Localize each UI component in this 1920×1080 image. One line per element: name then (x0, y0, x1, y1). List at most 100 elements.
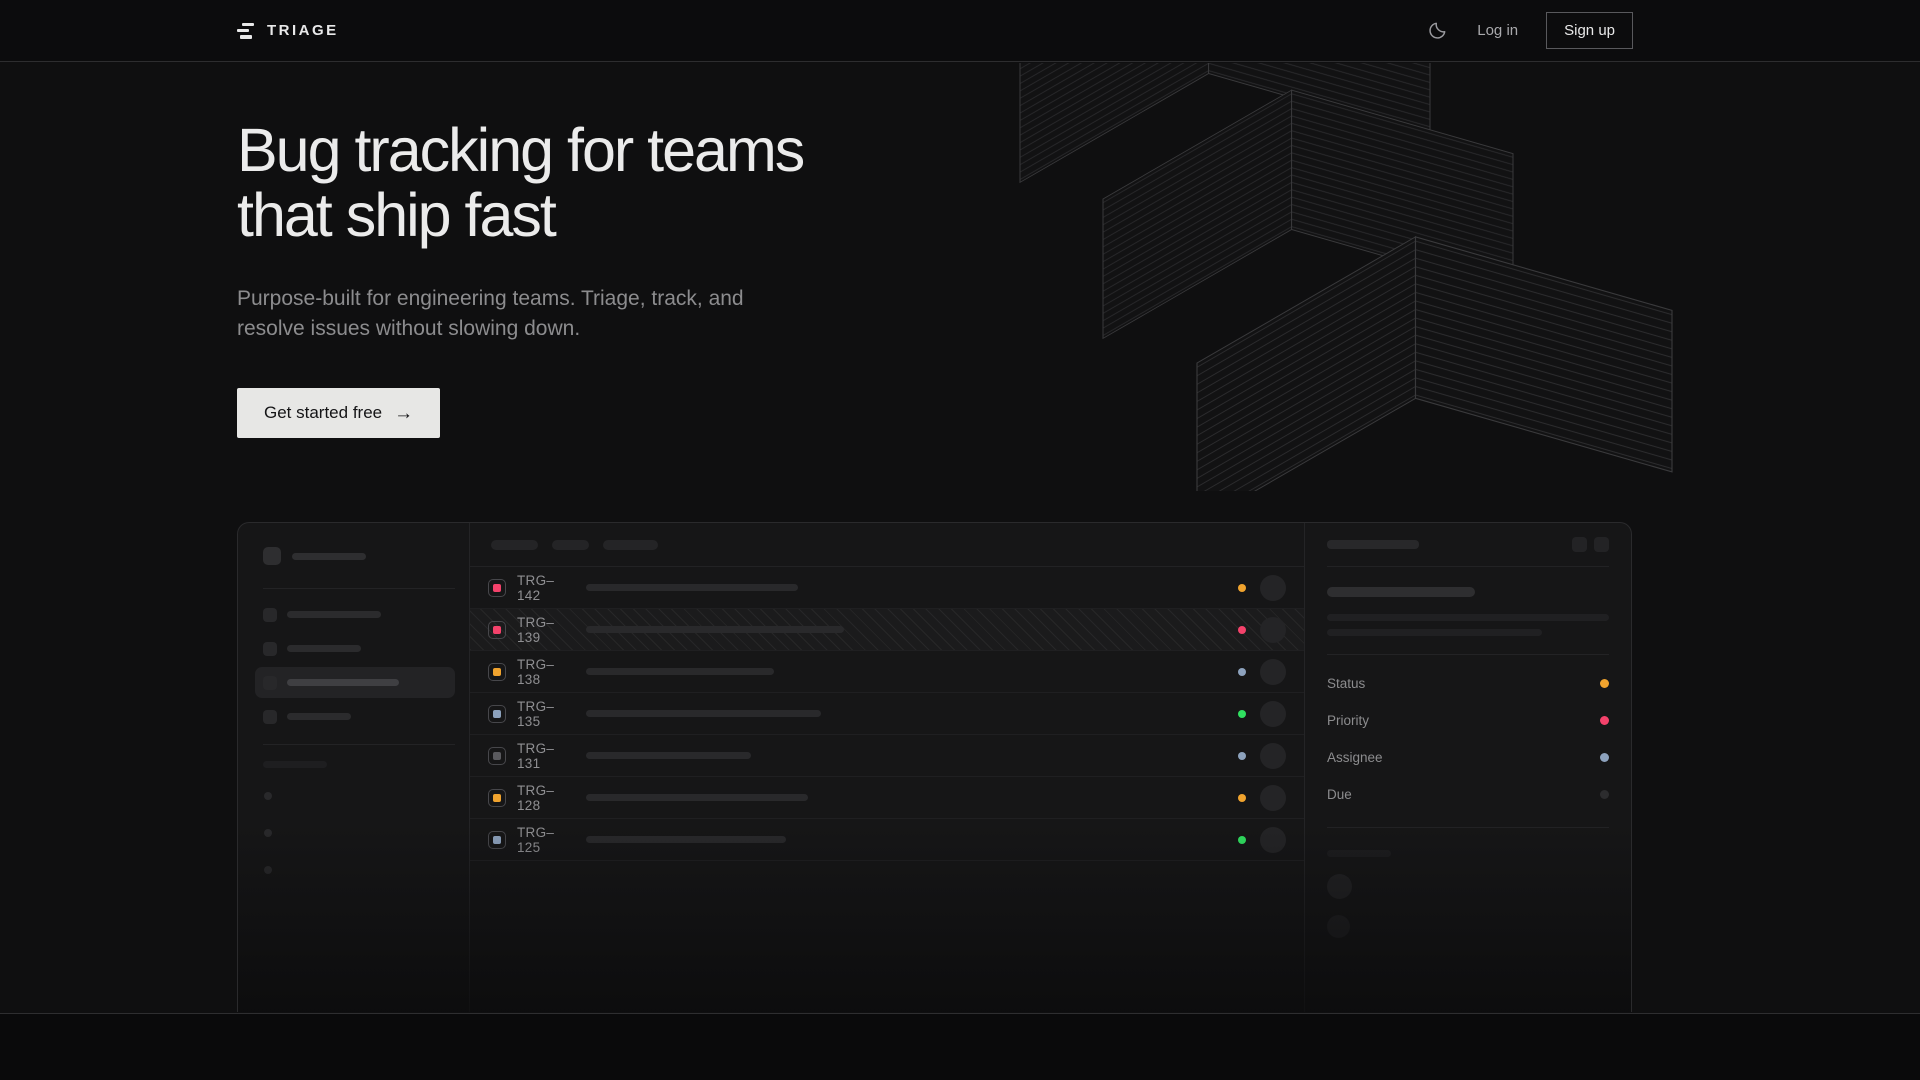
issue-type-icon (488, 578, 506, 597)
issue-status-dot (1238, 667, 1246, 676)
issue-id: TRG–139 (517, 614, 555, 645)
sidebar-dot-placeholder (264, 829, 272, 837)
filter-pill-placeholder (552, 539, 589, 550)
panel-action-placeholder (1594, 537, 1609, 552)
issue-status-dot (1238, 835, 1246, 844)
issue-type-icon (488, 788, 506, 807)
issue-row: TRG–131 (470, 735, 1304, 777)
sidebar-dot-placeholder (264, 792, 272, 800)
sidebar-nav-item-placeholder (255, 701, 455, 732)
issue-title-placeholder (586, 584, 798, 591)
detail-field-row: Status (1327, 665, 1609, 702)
field-label: Assignee (1327, 750, 1383, 765)
detail-divider (1327, 827, 1609, 828)
issue-assignee-avatar (1260, 658, 1286, 685)
preview-sidebar (238, 523, 470, 1012)
detail-field-row: Assignee (1327, 739, 1609, 776)
sidebar-divider (263, 588, 455, 589)
detail-divider (1327, 654, 1609, 655)
field-label: Status (1327, 676, 1366, 691)
title-line-2: that ship fast (237, 181, 557, 249)
issue-assignee-avatar (1260, 574, 1286, 601)
sidebar-nav-item-placeholder (255, 599, 455, 630)
issue-type-icon (488, 704, 506, 723)
issue-id: TRG–128 (517, 782, 555, 813)
issue-type-icon (488, 620, 506, 639)
detail-header-placeholder (1327, 540, 1419, 549)
issue-row: TRG–138 (470, 651, 1304, 693)
workspace-avatar (263, 547, 281, 565)
hero-subtitle: Purpose-built for engineering teams. Tri… (237, 287, 744, 340)
filter-pill-placeholder (603, 539, 658, 550)
detail-panel-header (1327, 523, 1609, 567)
detail-text-placeholder (1327, 614, 1609, 621)
activity-avatar-placeholder (1327, 874, 1352, 899)
detail-section-placeholder (1327, 850, 1391, 857)
nav-item-icon (263, 675, 277, 690)
issue-id: TRG–138 (517, 656, 555, 687)
issue-title-placeholder (586, 710, 821, 717)
footer (0, 1013, 1920, 1080)
brand-logo[interactable]: TRIAGE (237, 22, 339, 39)
issue-list: TRG–142 TRG–139 TRG– (470, 523, 1305, 1012)
issue-status-dot (1238, 793, 1246, 802)
title-line-1: Bug tracking for teams (237, 116, 805, 184)
issue-id: TRG–135 (517, 698, 555, 729)
issue-type-icon (488, 662, 506, 681)
field-value-dot (1600, 679, 1609, 688)
issue-assignee-avatar (1260, 616, 1286, 643)
detail-title-placeholder (1327, 587, 1475, 597)
panel-action-placeholder (1572, 537, 1587, 552)
issue-assignee-avatar (1260, 784, 1286, 811)
signup-button[interactable]: Sign up (1546, 12, 1633, 49)
issue-title-placeholder (586, 752, 751, 759)
triage-logo-icon (237, 22, 255, 39)
login-link[interactable]: Log in (1477, 22, 1519, 39)
nav-item-icon (263, 709, 277, 724)
activity-avatar-placeholder (1327, 915, 1350, 938)
issue-status-dot (1238, 709, 1246, 718)
issue-id: TRG–131 (517, 740, 555, 771)
top-nav: TRIAGE Log in Sign up (0, 0, 1920, 62)
issue-list-header (470, 523, 1304, 567)
theme-toggle-button[interactable] (1425, 19, 1449, 43)
get-started-button[interactable]: Get started free → (237, 388, 441, 438)
issue-assignee-avatar (1260, 742, 1286, 769)
issue-row: TRG–142 (470, 567, 1304, 609)
issue-title-placeholder (586, 626, 844, 633)
workspace-switcher-placeholder (263, 547, 455, 565)
issue-detail-panel: Status Priority Assignee Due (1305, 523, 1631, 1012)
sidebar-section-label-placeholder (263, 761, 327, 768)
issue-status-dot (1238, 583, 1246, 592)
arrow-right-icon: → (394, 402, 414, 424)
detail-field-row: Priority (1327, 702, 1609, 739)
filter-pill-placeholder (491, 539, 538, 550)
field-label: Priority (1327, 713, 1370, 728)
moon-icon (1429, 22, 1446, 39)
page-title: Bug tracking for teams that ship fast (237, 62, 1920, 248)
detail-field-row: Due (1327, 776, 1609, 813)
sidebar-nav-item-active-placeholder (255, 667, 455, 698)
brand-name: TRIAGE (267, 22, 339, 39)
field-value-dot (1600, 753, 1609, 762)
sidebar-dot-placeholder (264, 866, 272, 874)
field-label: Due (1327, 787, 1352, 802)
hero-section: Bug tracking for teams that ship fast Pu… (0, 62, 1920, 1013)
issue-type-icon (488, 830, 506, 849)
detail-fields: Status Priority Assignee Due (1327, 665, 1609, 813)
field-value-dot (1600, 790, 1609, 799)
cta-label: Get started free (264, 403, 383, 422)
issue-assignee-avatar (1260, 700, 1286, 727)
issue-row: TRG–128 (470, 777, 1304, 819)
issue-id: TRG–125 (517, 824, 555, 855)
issue-type-icon (488, 746, 506, 765)
issue-status-dot (1238, 625, 1246, 634)
issue-row: TRG–139 (470, 609, 1304, 651)
issue-title-placeholder (586, 794, 808, 801)
issue-row: TRG–135 (470, 693, 1304, 735)
issue-id: TRG–142 (517, 572, 555, 603)
nav-item-icon (263, 607, 277, 622)
sidebar-nav-item-placeholder (255, 633, 455, 664)
nav-actions: Log in Sign up (1425, 12, 1633, 49)
issue-row: TRG–125 (470, 819, 1304, 861)
